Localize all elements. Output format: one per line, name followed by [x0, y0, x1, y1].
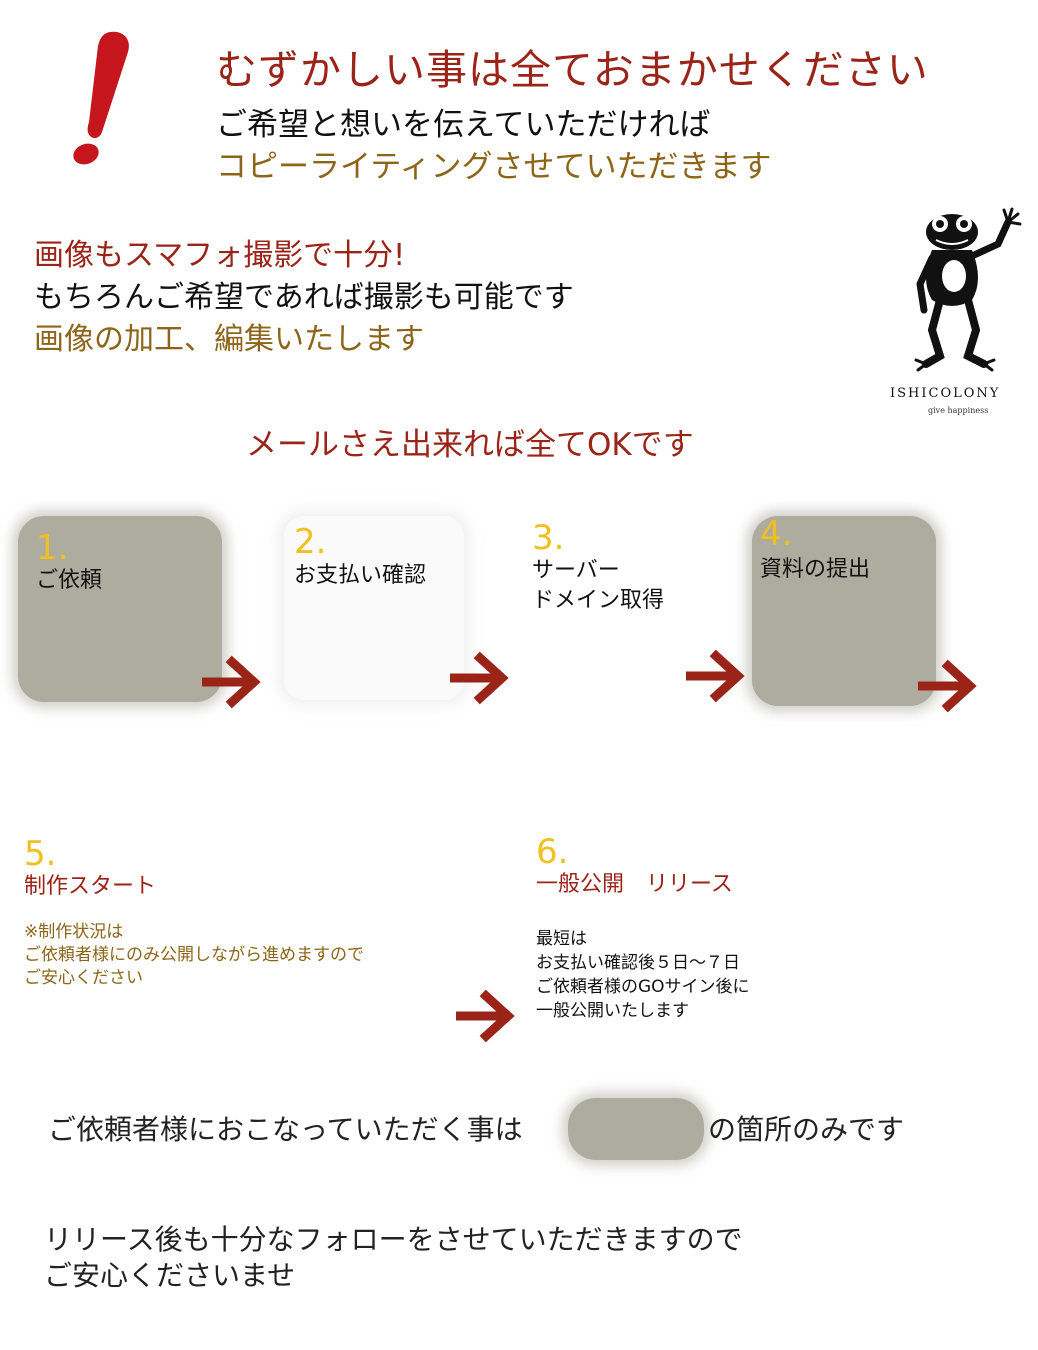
client-task-after: の箇所のみです	[708, 1113, 905, 1146]
step-6-note-line-1: 最短は	[536, 929, 587, 949]
step-2-number: 2.	[294, 522, 327, 562]
step-5-note-line-1: ※制作状況は	[24, 922, 124, 942]
client-task-before: ご依頼者様におこなっていただく事は	[48, 1113, 523, 1146]
step-5-note-line-2: ご依頼者様にのみ公開しながら進めますので	[24, 945, 364, 965]
step-1-box	[18, 516, 222, 702]
step-6-note-line-4: 一般公開いたします	[536, 1001, 689, 1021]
logo: ISHICOLONY give happiness	[880, 200, 1038, 430]
step-1-number: 1.	[36, 528, 69, 568]
step-4-box	[752, 516, 936, 706]
logo-tagline: give happiness	[928, 406, 989, 415]
step-2-label: お支払い確認	[294, 563, 427, 588]
arrow-right-icon	[918, 659, 977, 713]
step-6-number: 6.	[536, 832, 569, 872]
step-4-number: 4.	[760, 514, 793, 554]
arrow-right-icon	[202, 655, 261, 709]
followup-line-2: ご安心くださいませ	[44, 1259, 296, 1292]
header-line-2: コピーライティングさせていただきます	[216, 149, 772, 185]
step-6-note-line-2: お支払い確認後５日〜７日	[536, 953, 740, 973]
headline: むずかしい事は全ておまかせください	[216, 46, 929, 94]
step-3-label-line-2: ドメイン取得	[532, 588, 665, 613]
step-6-note-line-3: ご依頼者様のGOサイン後に	[536, 977, 750, 997]
step-5-note-line-3: ご安心ください	[24, 968, 143, 988]
step-5-number: 5.	[24, 834, 57, 874]
arrow-right-icon	[450, 651, 509, 705]
step-3-number: 3.	[532, 518, 565, 558]
logo-name: ISHICOLONY	[890, 386, 1001, 401]
frog-logo-icon	[914, 207, 1022, 372]
step-4-label: 資料の提出	[760, 557, 871, 582]
mail-ok-heading: メールさえ出来れば全てOKです	[246, 427, 694, 463]
followup-line-1: リリース後も十分なフォローをさせていただきますので	[44, 1223, 743, 1256]
client-task-legend-swatch	[568, 1098, 704, 1160]
step-2-box	[284, 516, 464, 700]
header-line-1: ご希望と想いを伝えていただければ	[216, 107, 711, 143]
photo-line-1: 画像もスマフォ撮影で十分!	[34, 238, 406, 273]
step-5-label: 制作スタート	[24, 874, 157, 899]
step-3-label-line-1: サーバー	[532, 558, 620, 583]
step-6-label: 一般公開 リリース	[536, 872, 733, 897]
photo-line-3: 画像の加工、編集いたします	[34, 322, 424, 357]
step-1-label: ご依頼	[36, 568, 103, 593]
arrow-right-icon	[686, 649, 745, 703]
arrow-right-icon	[456, 989, 515, 1043]
exclamation-icon	[73, 31, 129, 165]
photo-line-2: もちろんご希望であれば撮影も可能です	[34, 280, 574, 315]
